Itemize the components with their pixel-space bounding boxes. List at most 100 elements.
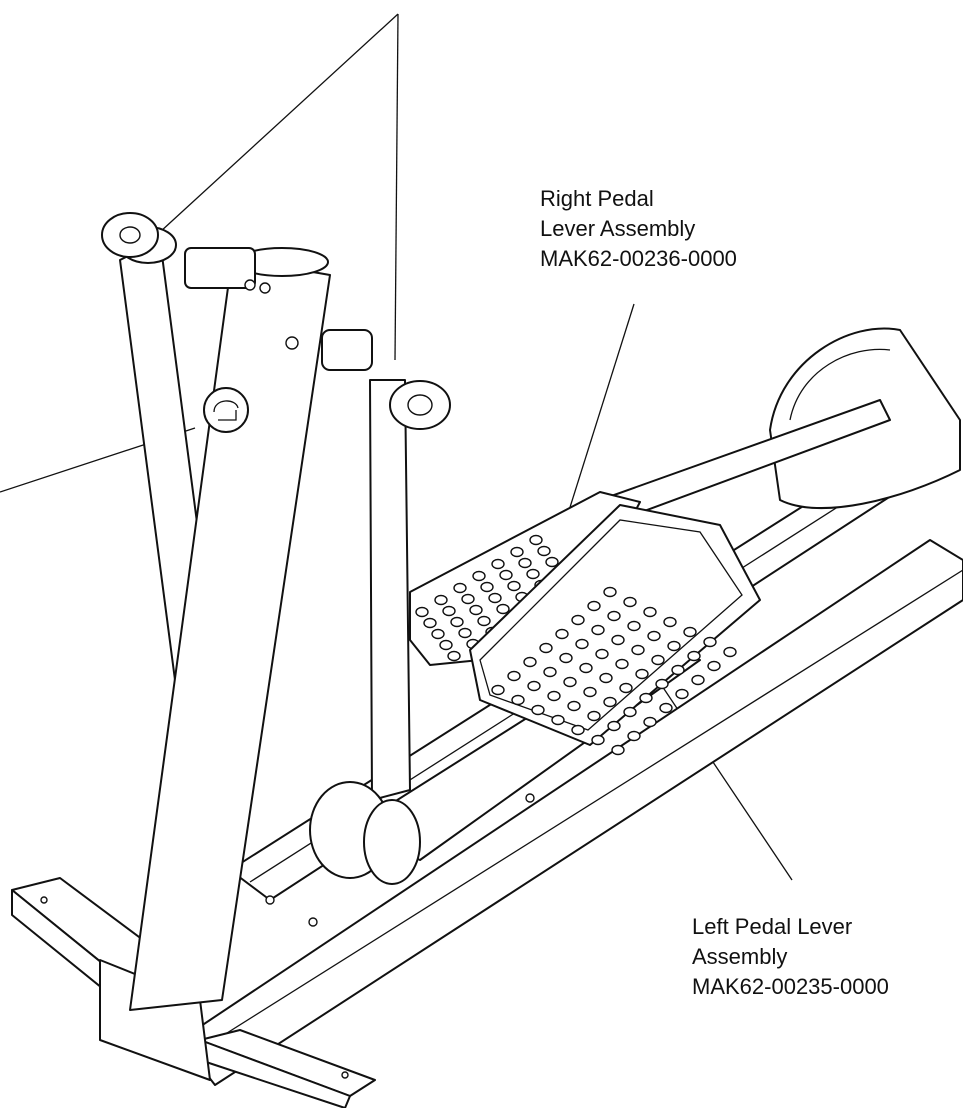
tread-hole (453, 582, 467, 594)
tread-hole (723, 646, 737, 658)
main-column (129, 247, 331, 1011)
tread-hole (623, 706, 637, 718)
tread-hole (571, 724, 585, 736)
pedal-roller (309, 781, 421, 885)
tread-hole (510, 546, 524, 558)
tread-hole (423, 617, 437, 629)
right-pedal-callout: Right Pedal Lever Assembly MAK62-00236-0… (540, 184, 737, 274)
tread-hole (551, 714, 565, 726)
tread-hole (472, 570, 486, 582)
tread-hole (442, 605, 456, 617)
tread-hole (671, 664, 685, 676)
tread-hole (447, 650, 461, 662)
tread-hole (587, 600, 601, 612)
tread-hole (527, 680, 541, 692)
tread-hole (651, 654, 665, 666)
rail-bolt (308, 917, 318, 927)
tread-hole (627, 620, 641, 632)
tread-hole (531, 704, 545, 716)
tread-hole (431, 628, 445, 640)
rail-bolt (525, 793, 535, 803)
tread-hole (675, 688, 689, 700)
tread-hole (603, 586, 617, 598)
tread-hole (623, 596, 637, 608)
tread-hole (537, 545, 551, 557)
tread-hole (559, 652, 573, 664)
brand-logo-icon (203, 387, 249, 433)
leader-line-top-right (394, 13, 399, 361)
tread-hole (526, 568, 540, 580)
tread-hole (518, 557, 532, 569)
tread-hole (563, 676, 577, 688)
tread-hole (639, 692, 653, 704)
tread-hole (496, 603, 510, 615)
right-pedal-callout-line2: Lever Assembly (540, 216, 696, 241)
right-handle-arm (321, 329, 451, 801)
tread-hole (439, 639, 453, 651)
tread-hole (434, 594, 448, 606)
tread-hole (491, 558, 505, 570)
leader-line-left-pedal (649, 667, 793, 881)
tread-hole (615, 658, 629, 670)
tread-hole (631, 644, 645, 656)
tread-hole (583, 686, 597, 698)
tread-hole (595, 648, 609, 660)
tread-hole (683, 626, 697, 638)
tread-hole (539, 642, 553, 654)
tread-hole (635, 668, 649, 680)
tread-hole (599, 672, 613, 684)
rail-bolt (265, 895, 275, 905)
right-pedal-callout-line3: MAK62-00236-0000 (540, 246, 737, 271)
tread-hole (491, 684, 505, 696)
tread-hole (555, 628, 569, 640)
tread-hole (607, 720, 621, 732)
tread-hole (707, 660, 721, 672)
tread-hole (458, 627, 472, 639)
tread-hole (488, 592, 502, 604)
tread-hole (607, 610, 621, 622)
tread-hole (663, 616, 677, 628)
tread-hole (703, 636, 717, 648)
tread-hole (480, 581, 494, 593)
left-pedal-callout-line1: Left Pedal Lever (692, 914, 853, 939)
tread-hole (571, 614, 585, 626)
tread-hole (461, 593, 475, 605)
tread-hole (603, 696, 617, 708)
right-pedal-callout-line1: Right Pedal (540, 186, 654, 211)
tread-hole (545, 556, 559, 568)
left-pedal-callout-line3: MAK62-00235-0000 (692, 974, 889, 999)
tread-hole (627, 730, 641, 742)
tread-hole (591, 624, 605, 636)
tread-hole (579, 662, 593, 674)
tread-hole (469, 604, 483, 616)
left-pedal (469, 504, 761, 756)
tread-hole (587, 710, 601, 722)
tread-hole (547, 690, 561, 702)
tread-hole (611, 634, 625, 646)
tread-hole (647, 630, 661, 642)
left-pedal-callout-line2: Assembly (692, 944, 788, 969)
tread-hole (659, 702, 673, 714)
tread-hole (507, 580, 521, 592)
tread-hole (575, 638, 589, 650)
tread-hole (477, 615, 491, 627)
tread-hole (567, 700, 581, 712)
tread-hole (691, 674, 705, 686)
tread-hole (415, 606, 429, 618)
left-pedal-callout: Left Pedal Lever Assembly MAK62-00235-00… (692, 912, 889, 1002)
tread-hole (523, 656, 537, 668)
tread-hole (619, 682, 633, 694)
tread-hole (667, 640, 681, 652)
leader-line-right-pedal (565, 303, 635, 521)
tread-hole (591, 734, 605, 746)
left-handle-bracket (101, 212, 271, 294)
tread-hole (511, 694, 525, 706)
tread-hole (450, 616, 464, 628)
tread-hole (643, 606, 657, 618)
leader-line-top-left (159, 13, 399, 233)
tread-hole (687, 650, 701, 662)
tread-hole (655, 678, 669, 690)
tread-hole (507, 670, 521, 682)
